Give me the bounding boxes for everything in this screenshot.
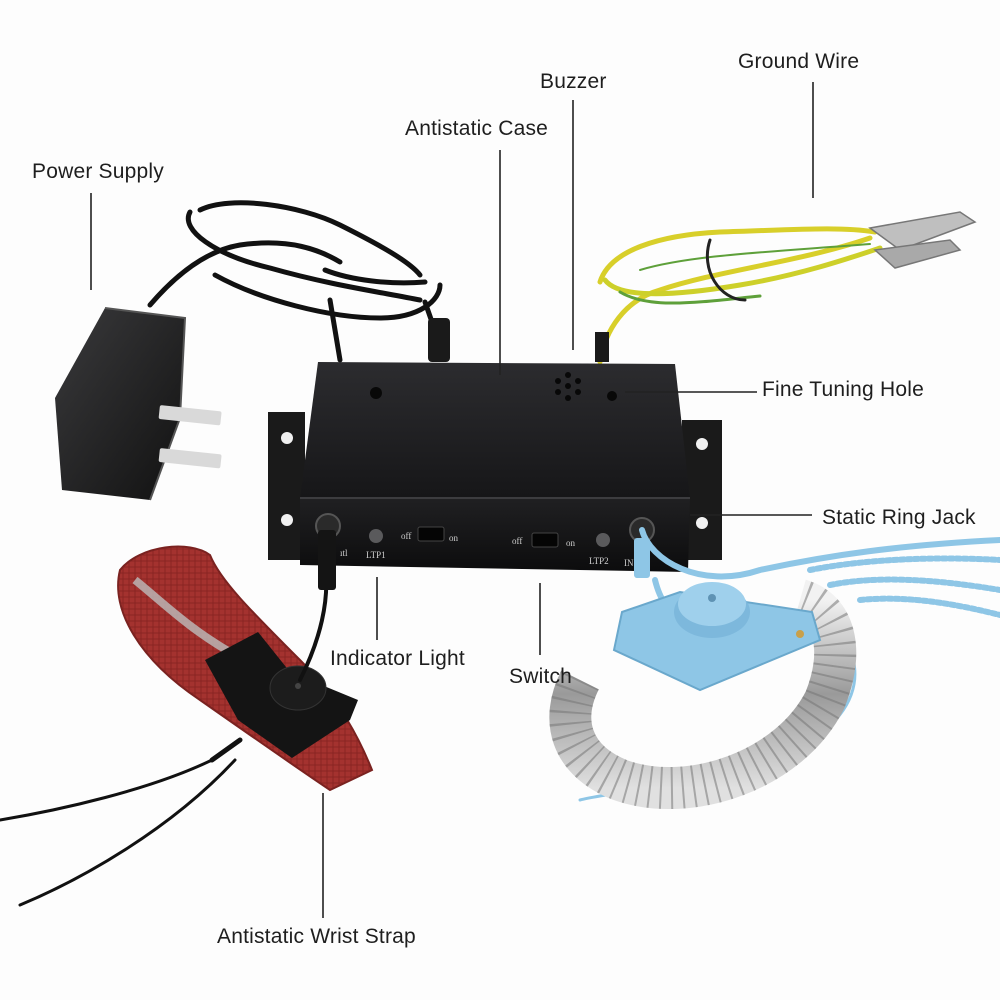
ground-wire — [597, 226, 883, 365]
label-fine-tuning-hole: Fine Tuning Hole — [762, 378, 924, 401]
switch-left[interactable] — [417, 526, 445, 542]
off-marking-left: off — [401, 531, 411, 541]
on-marking-left: on — [449, 533, 459, 543]
indicator-light-left — [369, 529, 383, 543]
buzzer-grille — [555, 372, 581, 401]
label-static-ring-jack: Static Ring Jack — [822, 506, 976, 529]
ground-plug — [595, 332, 609, 362]
label-antistatic-case: Antistatic Case — [405, 117, 549, 140]
ltp2-marking: LTP2 — [589, 556, 609, 566]
on-marking-right: on — [566, 538, 576, 548]
leader-lines — [90, 82, 814, 918]
label-indicator-light: Indicator Light — [330, 647, 465, 670]
antistatic-case: LTP1 off on off on LTP2 ıtl IN — [268, 362, 722, 572]
alligator-clip — [868, 211, 977, 269]
switch-right[interactable] — [531, 532, 559, 548]
black-plug — [318, 530, 336, 590]
power-plug — [428, 318, 450, 362]
label-ground-wire: Ground Wire — [738, 50, 860, 73]
off-marking-right: off — [512, 536, 522, 546]
label-buzzer: Buzzer — [540, 70, 607, 93]
indicator-light-right — [596, 533, 610, 547]
label-power-supply: Power Supply — [32, 160, 164, 183]
power-cable — [147, 200, 443, 363]
blue-clasp — [612, 582, 822, 692]
strap-cord — [0, 563, 329, 907]
in-marking-left: ıtl — [340, 548, 348, 558]
fine-tuning-hole — [607, 391, 617, 401]
blue-plug — [634, 538, 650, 578]
metal-wrist-band — [549, 579, 857, 810]
red-wrist-strap — [117, 545, 374, 792]
power-adapter — [55, 307, 222, 501]
label-antistatic-wrist-strap: Antistatic Wrist Strap — [217, 925, 416, 948]
ltp1-marking: LTP1 — [366, 550, 386, 560]
in-marking-right: IN — [624, 558, 634, 568]
label-switch: Switch — [509, 665, 573, 688]
